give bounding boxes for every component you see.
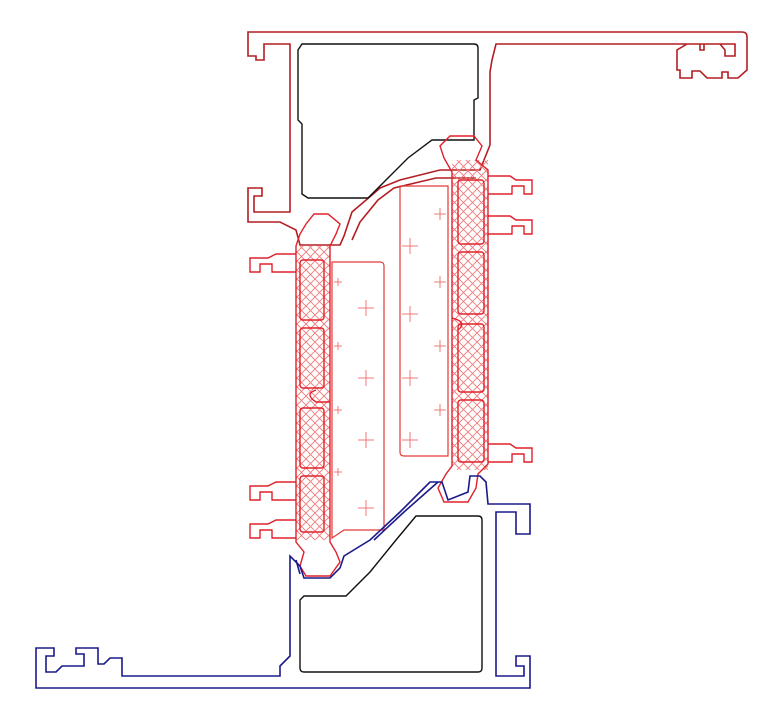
lower-glazing-unit — [299, 515, 483, 673]
right-thermal-break-strip — [437, 135, 533, 503]
left-insulation-panel — [331, 261, 385, 540]
left-thermal-break-strip — [249, 213, 341, 577]
right-insulation-panel — [399, 185, 449, 457]
lower-frame-profile — [35, 475, 531, 689]
upper-glazing-unit — [297, 43, 479, 199]
upper-frame-profile — [247, 31, 748, 246]
